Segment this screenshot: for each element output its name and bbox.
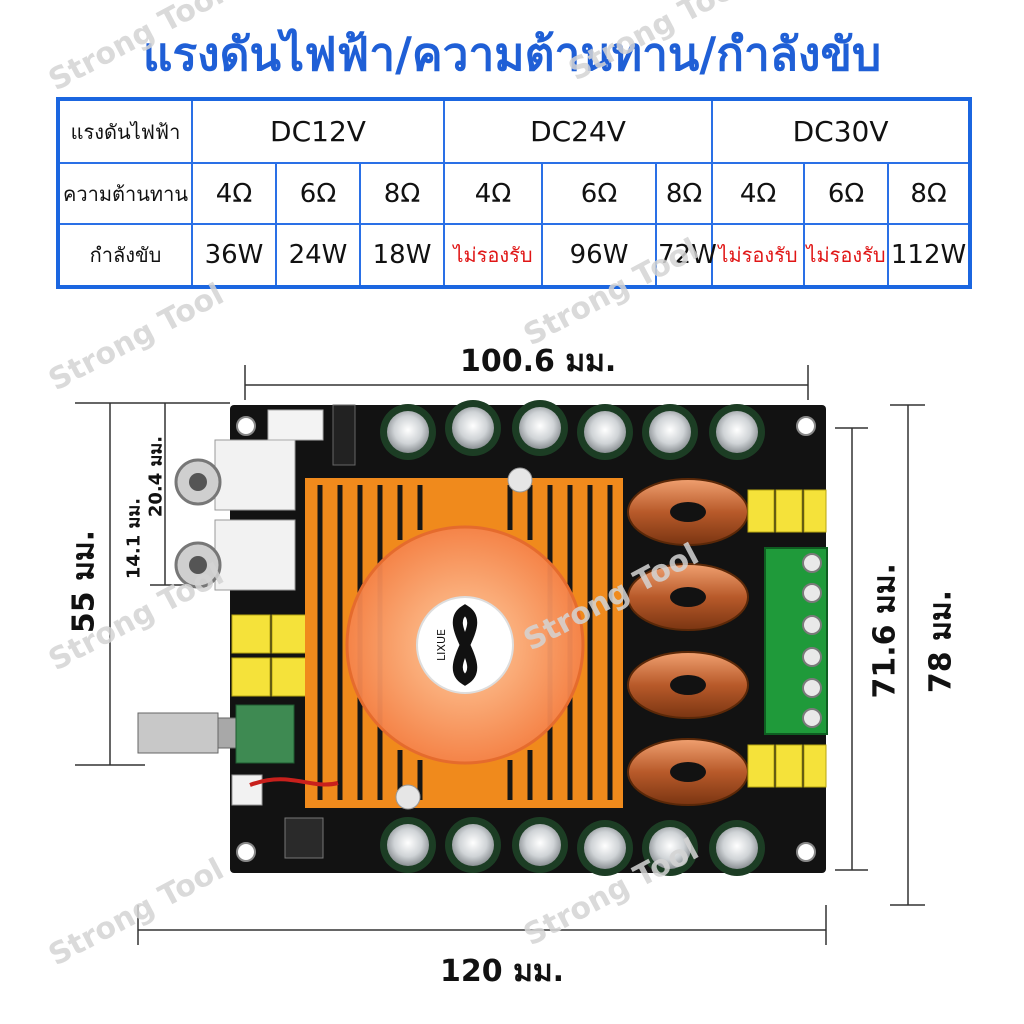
power-cell: 18W	[358, 223, 446, 288]
speaker-terminal-block	[764, 547, 828, 735]
cooling-fan: LIXUE	[345, 467, 585, 810]
film-capacitors-left	[231, 614, 311, 697]
rca-jacks	[174, 439, 296, 591]
voltage-row: แรงดันไฟฟ้า DC12V DC24V DC30V	[57, 97, 972, 165]
power-row: กำลังขับ 36W 24W 18W ไม่รองรับ 96W 72W ไ…	[57, 223, 972, 288]
dimension-lines	[75, 365, 925, 945]
resistance-cell: 8Ω	[655, 162, 714, 226]
mounting-holes	[236, 416, 816, 862]
resistance-cell: 8Ω	[887, 162, 972, 226]
power-cell-unsupported: ไม่รองรับ	[803, 223, 890, 288]
resistance-cell: 6Ω	[803, 162, 890, 226]
power-cell: 72W	[655, 223, 717, 288]
spec-table: แรงดันไฟฟ้า DC12V DC24V DC30V ความต้านทา…	[56, 97, 973, 289]
pin-header	[332, 404, 356, 466]
dimension-bottom-width: 120 มม.	[440, 954, 565, 989]
power-cell: 96W	[541, 223, 658, 288]
resistance-cell: 4Ω	[191, 162, 277, 226]
resistance-cell: 6Ω	[541, 162, 658, 226]
capacitors-bottom	[380, 817, 765, 876]
voltage-row-label: แรงดันไฟฟ้า	[57, 97, 193, 165]
power-cell: 112W	[887, 223, 972, 288]
voltage-cell: DC24V	[443, 97, 714, 165]
dimension-top-width: 100.6 มม.	[460, 344, 617, 379]
fan-logo-text: LIXUE	[435, 629, 448, 661]
dimension-right-outer-height: 78 มม.	[923, 589, 959, 694]
resistance-cell: 6Ω	[275, 162, 361, 226]
power-cell-unsupported: ไม่รองรับ	[711, 223, 806, 288]
volume-knob	[137, 704, 295, 764]
power-row-label: กำลังขับ	[57, 223, 193, 288]
dimension-small-bottom: 14.1 มม.	[123, 497, 145, 580]
power-cell: 24W	[275, 223, 361, 288]
voltage-cell: DC12V	[190, 97, 446, 165]
film-capacitors-right	[747, 489, 827, 788]
dimension-right-inner-height: 71.6 มม.	[867, 563, 903, 699]
resistance-row-label: ความต้านทาน	[57, 162, 193, 226]
voltage-cell: DC30V	[711, 97, 972, 165]
resistance-cell: 4Ω	[711, 162, 806, 226]
resistance-cell: 8Ω	[358, 162, 446, 226]
resistance-cell: 4Ω	[443, 162, 544, 226]
capacitors-top	[380, 400, 765, 460]
page-title: แรงดันไฟฟ้า/ความต้านทาน/กำลังขับ	[142, 27, 882, 81]
small-components	[231, 774, 339, 859]
power-cell: 36W	[191, 223, 277, 288]
power-cell-unsupported: ไม่รองรับ	[443, 223, 544, 288]
resistance-row: ความต้านทาน 4Ω 6Ω 8Ω 4Ω 6Ω 8Ω 4Ω 6Ω 8Ω	[57, 162, 972, 226]
inductor-coils	[627, 478, 749, 806]
connector-header	[267, 409, 324, 441]
